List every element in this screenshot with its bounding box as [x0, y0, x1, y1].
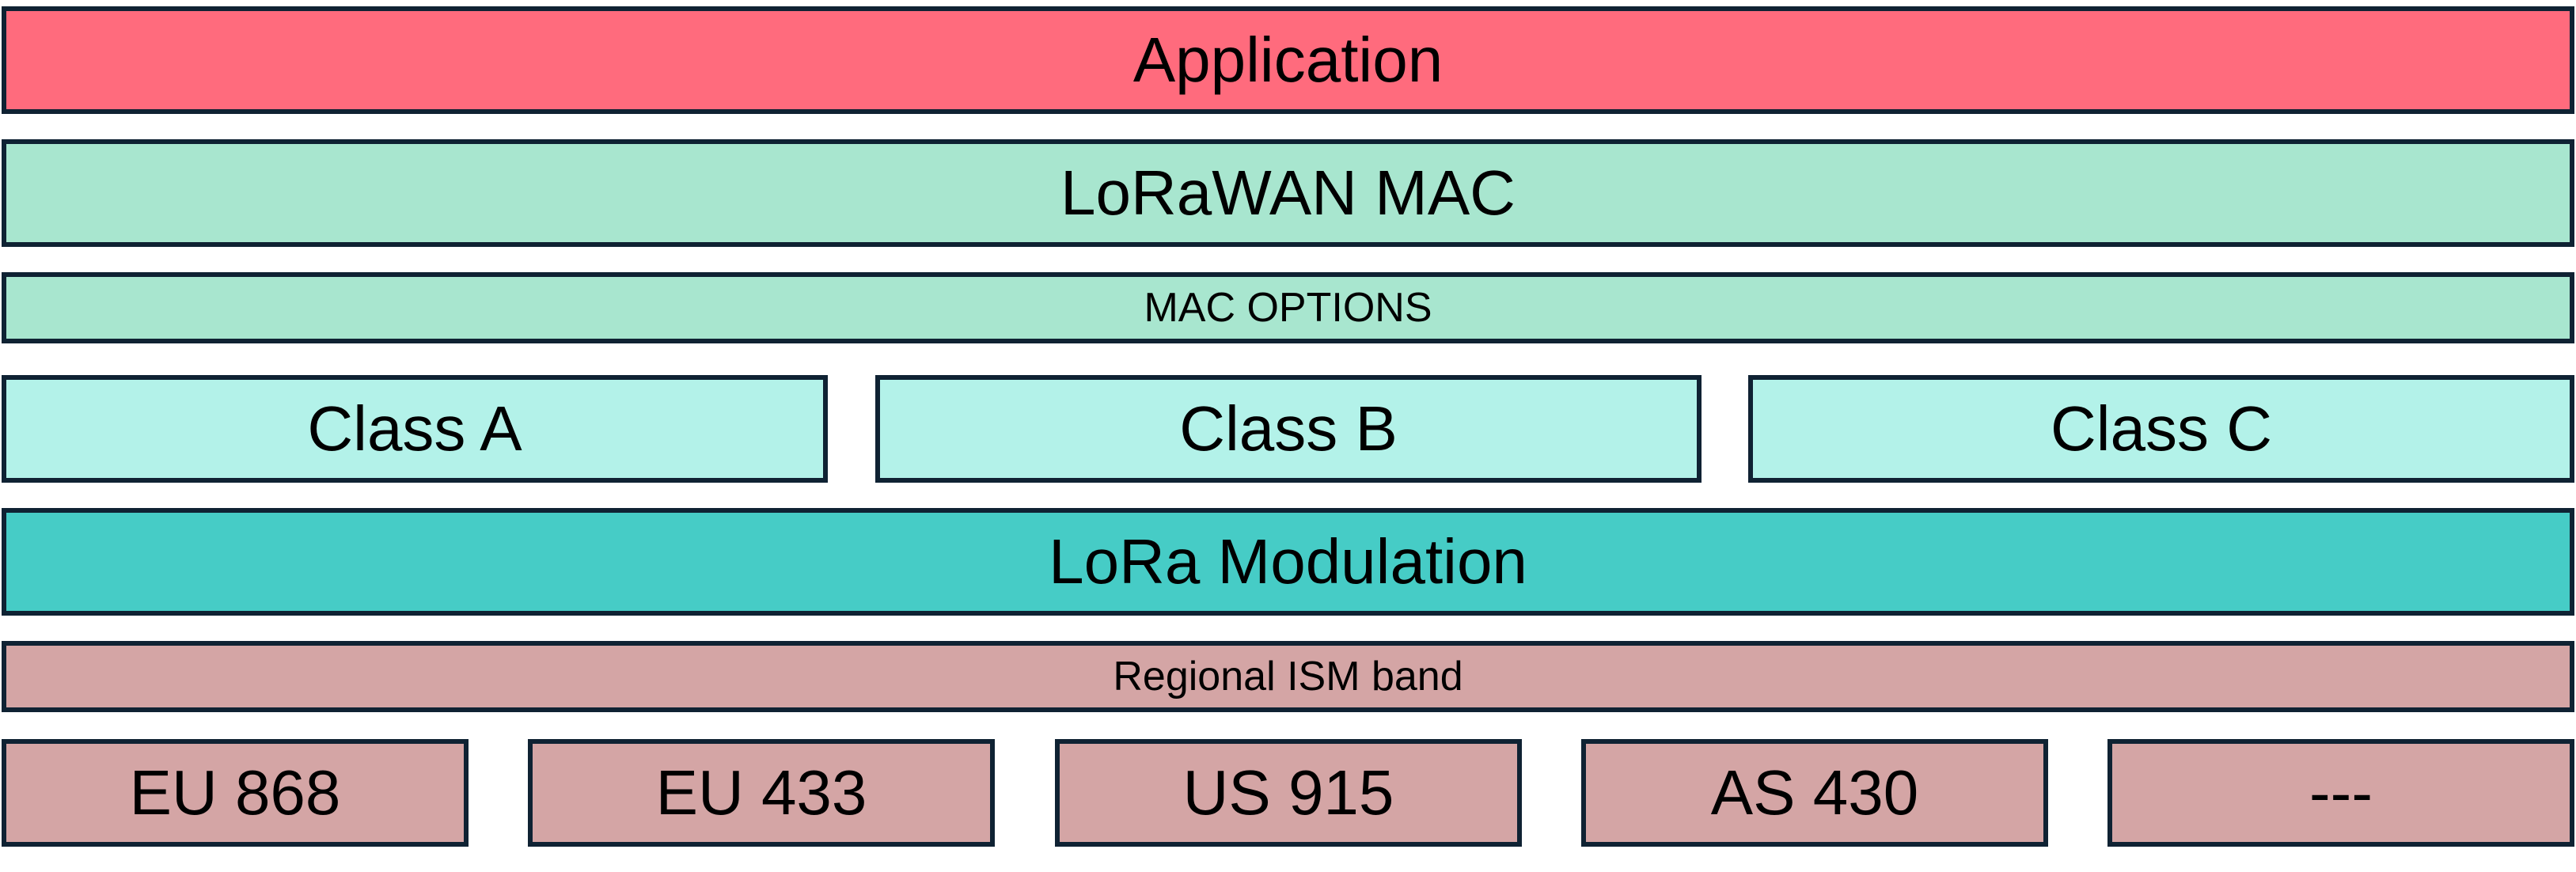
band-eu868-box: EU 868 [2, 739, 469, 847]
class-c-box: Class C [1748, 375, 2574, 483]
class-b-box: Class B [875, 375, 1702, 483]
lora-modulation-layer: LoRa Modulation [2, 508, 2574, 616]
class-c-label: Class C [2050, 393, 2273, 464]
lorawan-mac-layer: LoRaWAN MAC [2, 139, 2574, 247]
application-label: Application [1132, 25, 1444, 95]
band-more-box: --- [2107, 739, 2574, 847]
band-us915-box: US 915 [1055, 739, 1522, 847]
lorawan-mac-label: LoRaWAN MAC [1060, 157, 1516, 228]
class-a-box: Class A [2, 375, 828, 483]
band-more-label: --- [2309, 757, 2373, 828]
band-eu433-box: EU 433 [528, 739, 995, 847]
mac-options-label: MAC OPTIONS [1144, 285, 1432, 331]
band-eu433-label: EU 433 [655, 757, 867, 828]
application-layer: Application [2, 6, 2574, 114]
band-us915-label: US 915 [1182, 757, 1394, 828]
regional-ism-band-layer: Regional ISM band [2, 641, 2574, 712]
class-a-label: Class A [307, 393, 522, 464]
regional-ism-band-label: Regional ISM band [1113, 654, 1463, 699]
band-as430-label: AS 430 [1710, 757, 1919, 828]
lora-modulation-label: LoRa Modulation [1049, 526, 1527, 597]
class-b-label: Class B [1179, 393, 1398, 464]
mac-options-layer: MAC OPTIONS [2, 272, 2574, 343]
band-as430-box: AS 430 [1581, 739, 2048, 847]
band-eu868-label: EU 868 [129, 757, 341, 828]
